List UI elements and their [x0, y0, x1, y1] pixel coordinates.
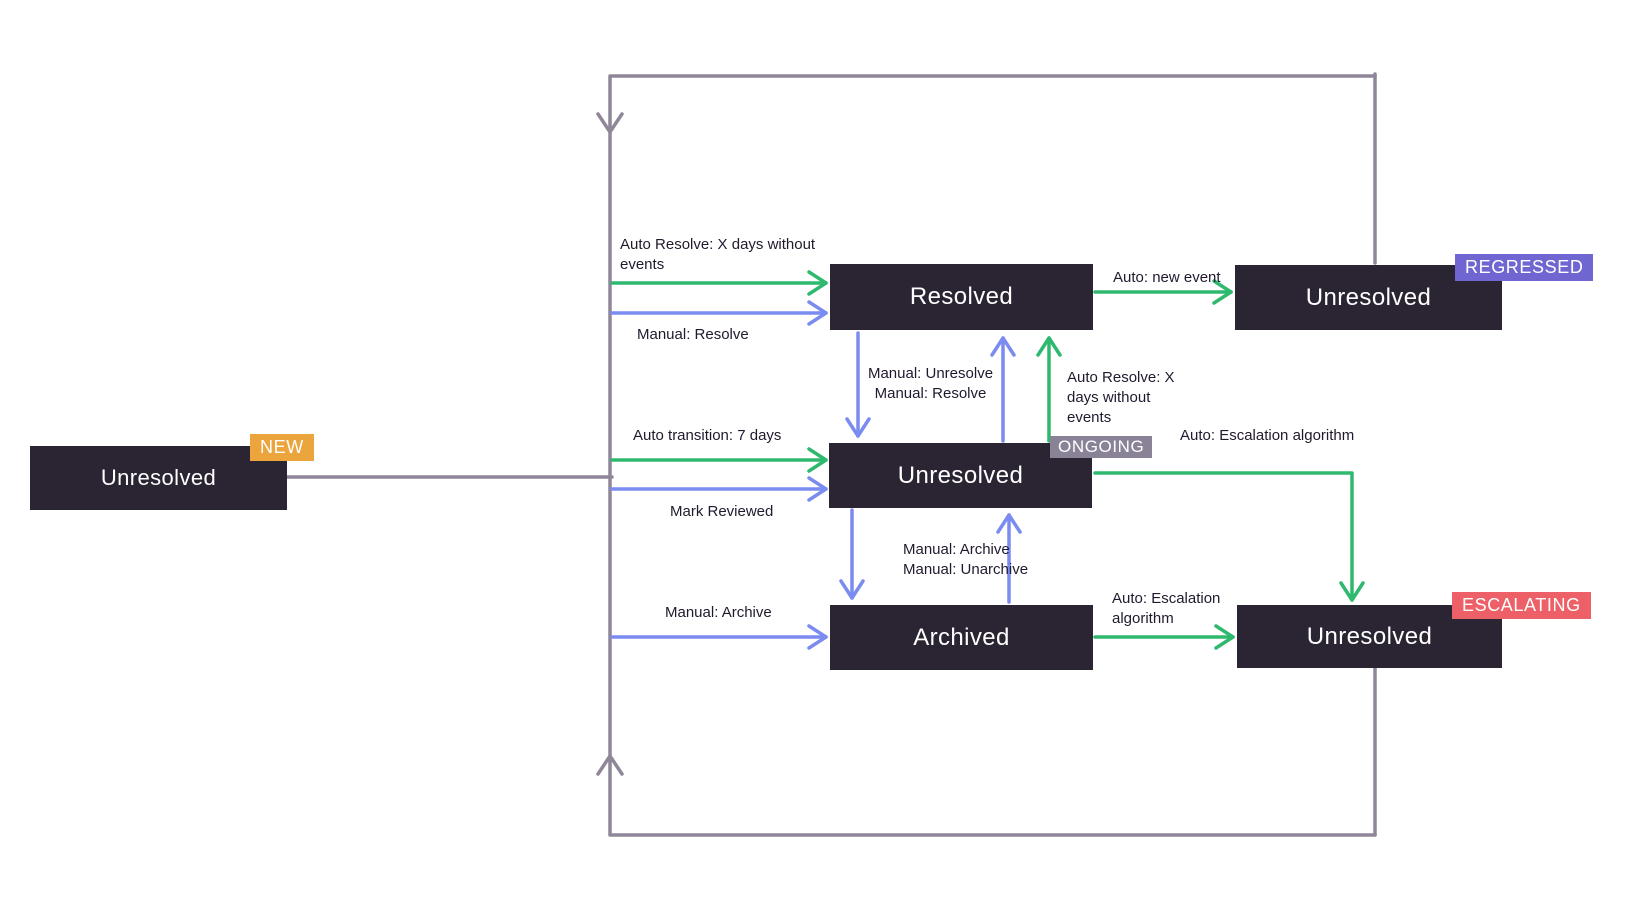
status-badge-ongoing: ONGOING: [1050, 436, 1153, 458]
edge-label-auto-resolve-to-resolved: Auto Resolve: X days without events: [620, 236, 816, 273]
edge-label-manual-archive-down: Manual: Archive: [903, 541, 1010, 558]
edge-auto-escalation-from-ongoing: [1093, 471, 1365, 602]
state-node-new-unresolved: Unresolved: [30, 446, 287, 510]
loop-arrowhead-up-icon: [596, 754, 624, 776]
edge-label-auto-resolve-up: Auto Resolve: X days without events: [1067, 369, 1175, 426]
state-label: Unresolved: [1305, 283, 1432, 311]
loop-arrowhead-down-icon: [596, 112, 624, 134]
status-badge-regressed: REGRESSED: [1455, 254, 1594, 281]
edge-label-auto-escalation-from-archived: Auto: Escalation algorithm: [1112, 590, 1221, 627]
state-label: Archived: [913, 623, 1010, 651]
edge-label-auto-transition: Auto transition: 7 days: [633, 427, 782, 444]
state-node-ongoing-unresolved: Unresolved: [829, 443, 1092, 508]
state-node-archived: Archived: [830, 605, 1093, 670]
status-badge-escalating: ESCALATING: [1452, 592, 1591, 619]
state-label: Unresolved: [100, 465, 217, 490]
state-label: Unresolved: [1306, 622, 1433, 650]
edge-label-auto-new-event: Auto: new event: [1113, 269, 1221, 286]
edge-label-mark-reviewed: Mark Reviewed: [670, 503, 774, 520]
edge-label-manual-archive-left: Manual: Archive: [665, 604, 772, 621]
edge-label-unresolve-resolve-pair: Manual: Unresolve Manual: Resolve: [858, 364, 1003, 404]
edge-label-auto-escalation-from-ongoing: Auto: Escalation algorithm: [1180, 427, 1355, 444]
edge-label-manual-unresolve: Manual: Unresolve: [867, 365, 994, 382]
edge-label-manual-unarchive-up: Manual: Unarchive: [903, 561, 1029, 578]
edge-label-archive-unarchive-pair: Manual: Archive Manual: Unarchive: [903, 540, 1028, 580]
state-label: Unresolved: [897, 461, 1024, 489]
state-label: Resolved: [909, 283, 1014, 310]
edge-label-manual-resolve-to-resolved: Manual: Resolve: [637, 326, 749, 343]
edge-label-manual-resolve-up: Manual: Resolve: [874, 385, 987, 402]
state-node-resolved: Resolved: [830, 264, 1093, 330]
status-badge-new: NEW: [250, 434, 314, 461]
loop-outline: [608, 74, 1377, 837]
